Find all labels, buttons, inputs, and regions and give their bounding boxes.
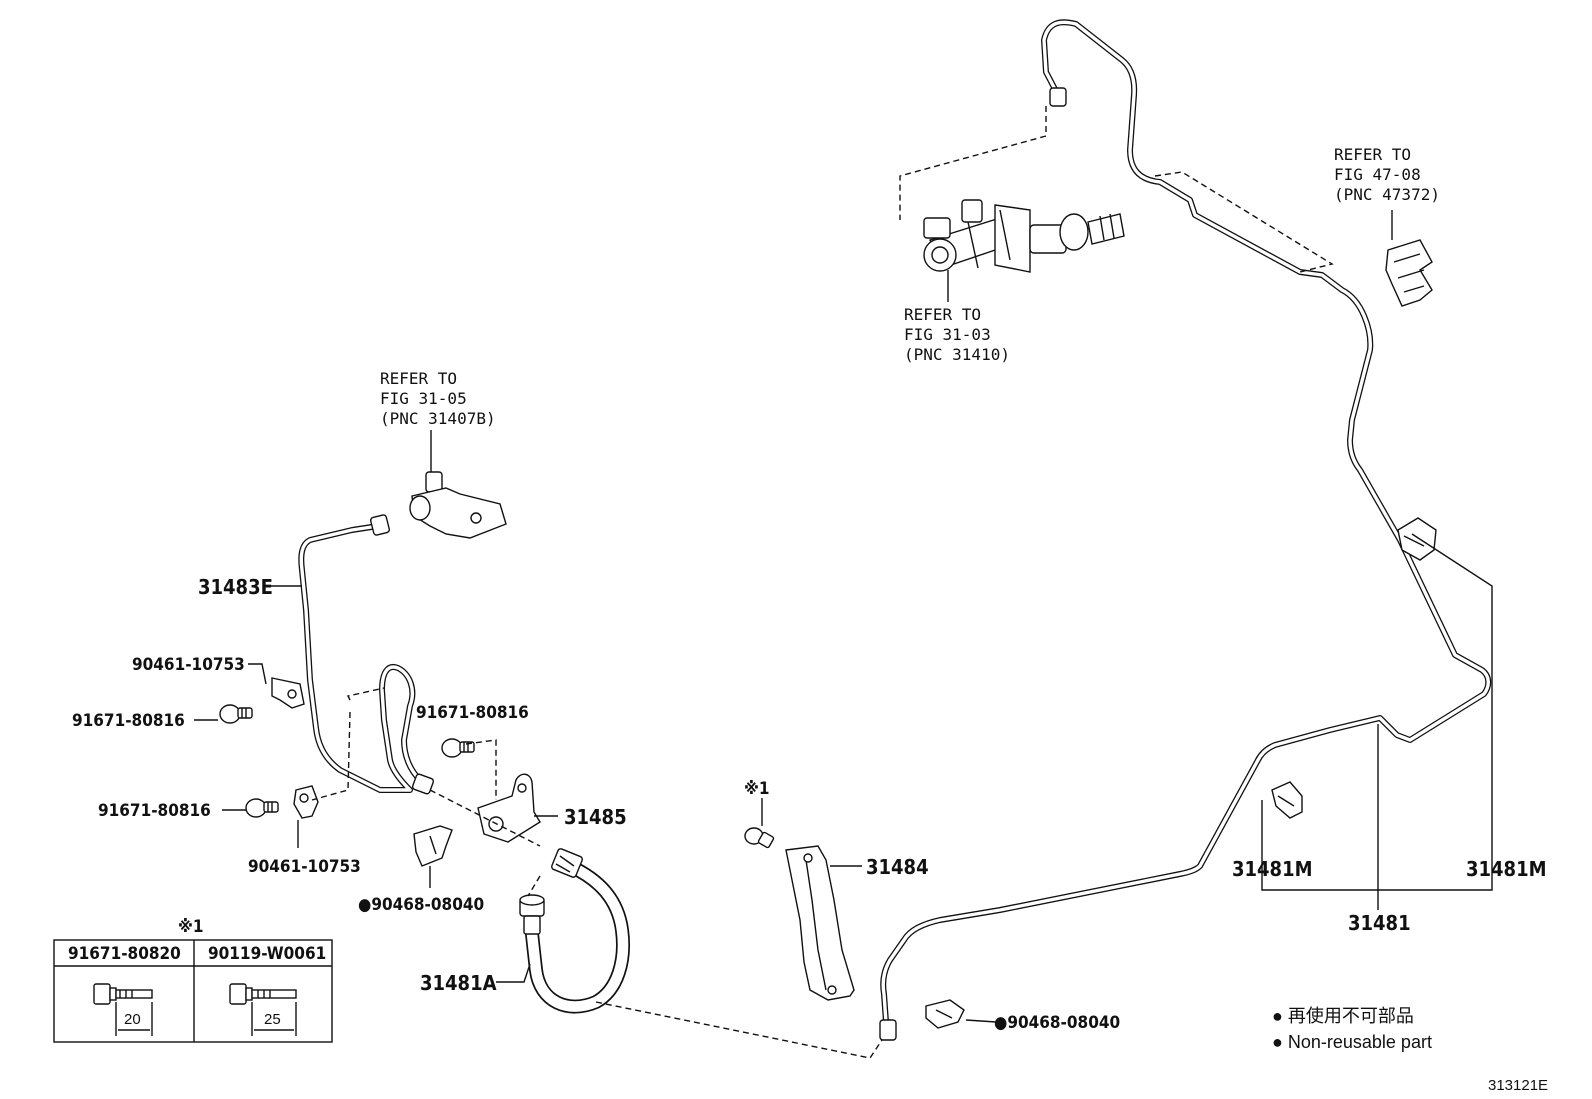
label-31483e: 31483E — [198, 575, 273, 599]
clamp-31481m-upper — [1397, 517, 1437, 561]
ref-31-03-line2: FIG 31-03 — [904, 325, 991, 344]
label-91671-mid: 91671-80816 — [416, 703, 529, 723]
label-90461-top: 90461-10753 — [132, 655, 245, 675]
label-31481m-right: 31481M — [1466, 857, 1547, 881]
union-ref-31-05 — [409, 471, 507, 539]
clip-90468-left — [413, 825, 453, 867]
bracket-31484 — [785, 845, 855, 1001]
master-cylinder — [923, 199, 1125, 273]
label-31481m-left: 31481M — [1232, 857, 1313, 881]
ref-31-03-line1: REFER TO — [904, 305, 981, 324]
bracket-31485 — [477, 773, 541, 843]
table-col1-dim: 20 — [124, 1011, 141, 1028]
clip-90468-right — [925, 999, 965, 1029]
table-bolt-2: 25 — [229, 983, 297, 1036]
ref-31-03-line3: (PNC 31410) — [904, 345, 1010, 364]
ref-31-05-line2: FIG 31-05 — [380, 389, 467, 408]
bracket-ref-47-08 — [1385, 239, 1433, 307]
table-col1-part: 91671-80820 — [68, 944, 181, 964]
table-mark: ※1 — [178, 917, 204, 937]
bolt-91671-mid — [441, 738, 475, 758]
clip-90461-lower — [293, 785, 319, 819]
legend: ● 再使用不可部品 ● Non-reusable part — [1272, 1006, 1432, 1052]
label-31485: 31485 — [564, 805, 627, 829]
ref-47-08-line1: REFER TO — [1334, 145, 1411, 164]
label-31481a: 31481A — [420, 971, 497, 995]
pipe-31483e — [298, 514, 435, 795]
ref-31-05-line1: REFER TO — [380, 369, 457, 388]
ref-fig-31-03: REFER TO FIG 31-03 (PNC 31410) — [904, 305, 1010, 364]
label-90468-right: ●90468-08040 — [994, 1013, 1120, 1033]
label-90461-bottom: 90461-10753 — [248, 857, 361, 877]
label-note-1: ※1 — [744, 779, 770, 799]
dashed-guides — [311, 106, 1334, 1059]
label-91671-left-top: 91671-80816 — [72, 711, 185, 731]
bolt-note-1 — [744, 827, 775, 849]
legend-english: ● Non-reusable part — [1272, 1032, 1432, 1052]
bolt-table: ※1 91671-80820 90119-W0061 20 25 — [53, 917, 333, 1043]
label-31481: 31481 — [1348, 911, 1411, 935]
table-col2-part: 90119-W0061 — [208, 944, 326, 964]
ref-fig-31-05: REFER TO FIG 31-05 (PNC 31407B) — [380, 369, 496, 428]
leader-lines — [194, 210, 1493, 1023]
table-col2-dim: 25 — [264, 1011, 281, 1028]
clip-90461-upper — [271, 677, 305, 709]
ref-fig-47-08: REFER TO FIG 47-08 (PNC 47372) — [1334, 145, 1440, 204]
ref-31-05-line3: (PNC 31407B) — [380, 409, 496, 428]
ref-47-08-line2: FIG 47-08 — [1334, 165, 1421, 184]
clamp-31481m-lower — [1271, 781, 1303, 819]
legend-japanese: ● 再使用不可部品 — [1272, 1006, 1414, 1026]
figure-id: 313121E — [1488, 1077, 1548, 1094]
label-31484: 31484 — [866, 855, 929, 879]
table-bolt-1: 20 — [93, 983, 153, 1036]
bolt-91671-left-top — [219, 704, 253, 724]
ref-47-08-line3: (PNC 47372) — [1334, 185, 1440, 204]
label-91671-left-bottom: 91671-80816 — [98, 801, 211, 821]
bolt-91671-left-bottom — [245, 798, 279, 818]
pipe-31481 — [879, 19, 1492, 1041]
label-90468-left: ●90468-08040 — [358, 895, 484, 915]
hose-31481a — [519, 848, 630, 1014]
